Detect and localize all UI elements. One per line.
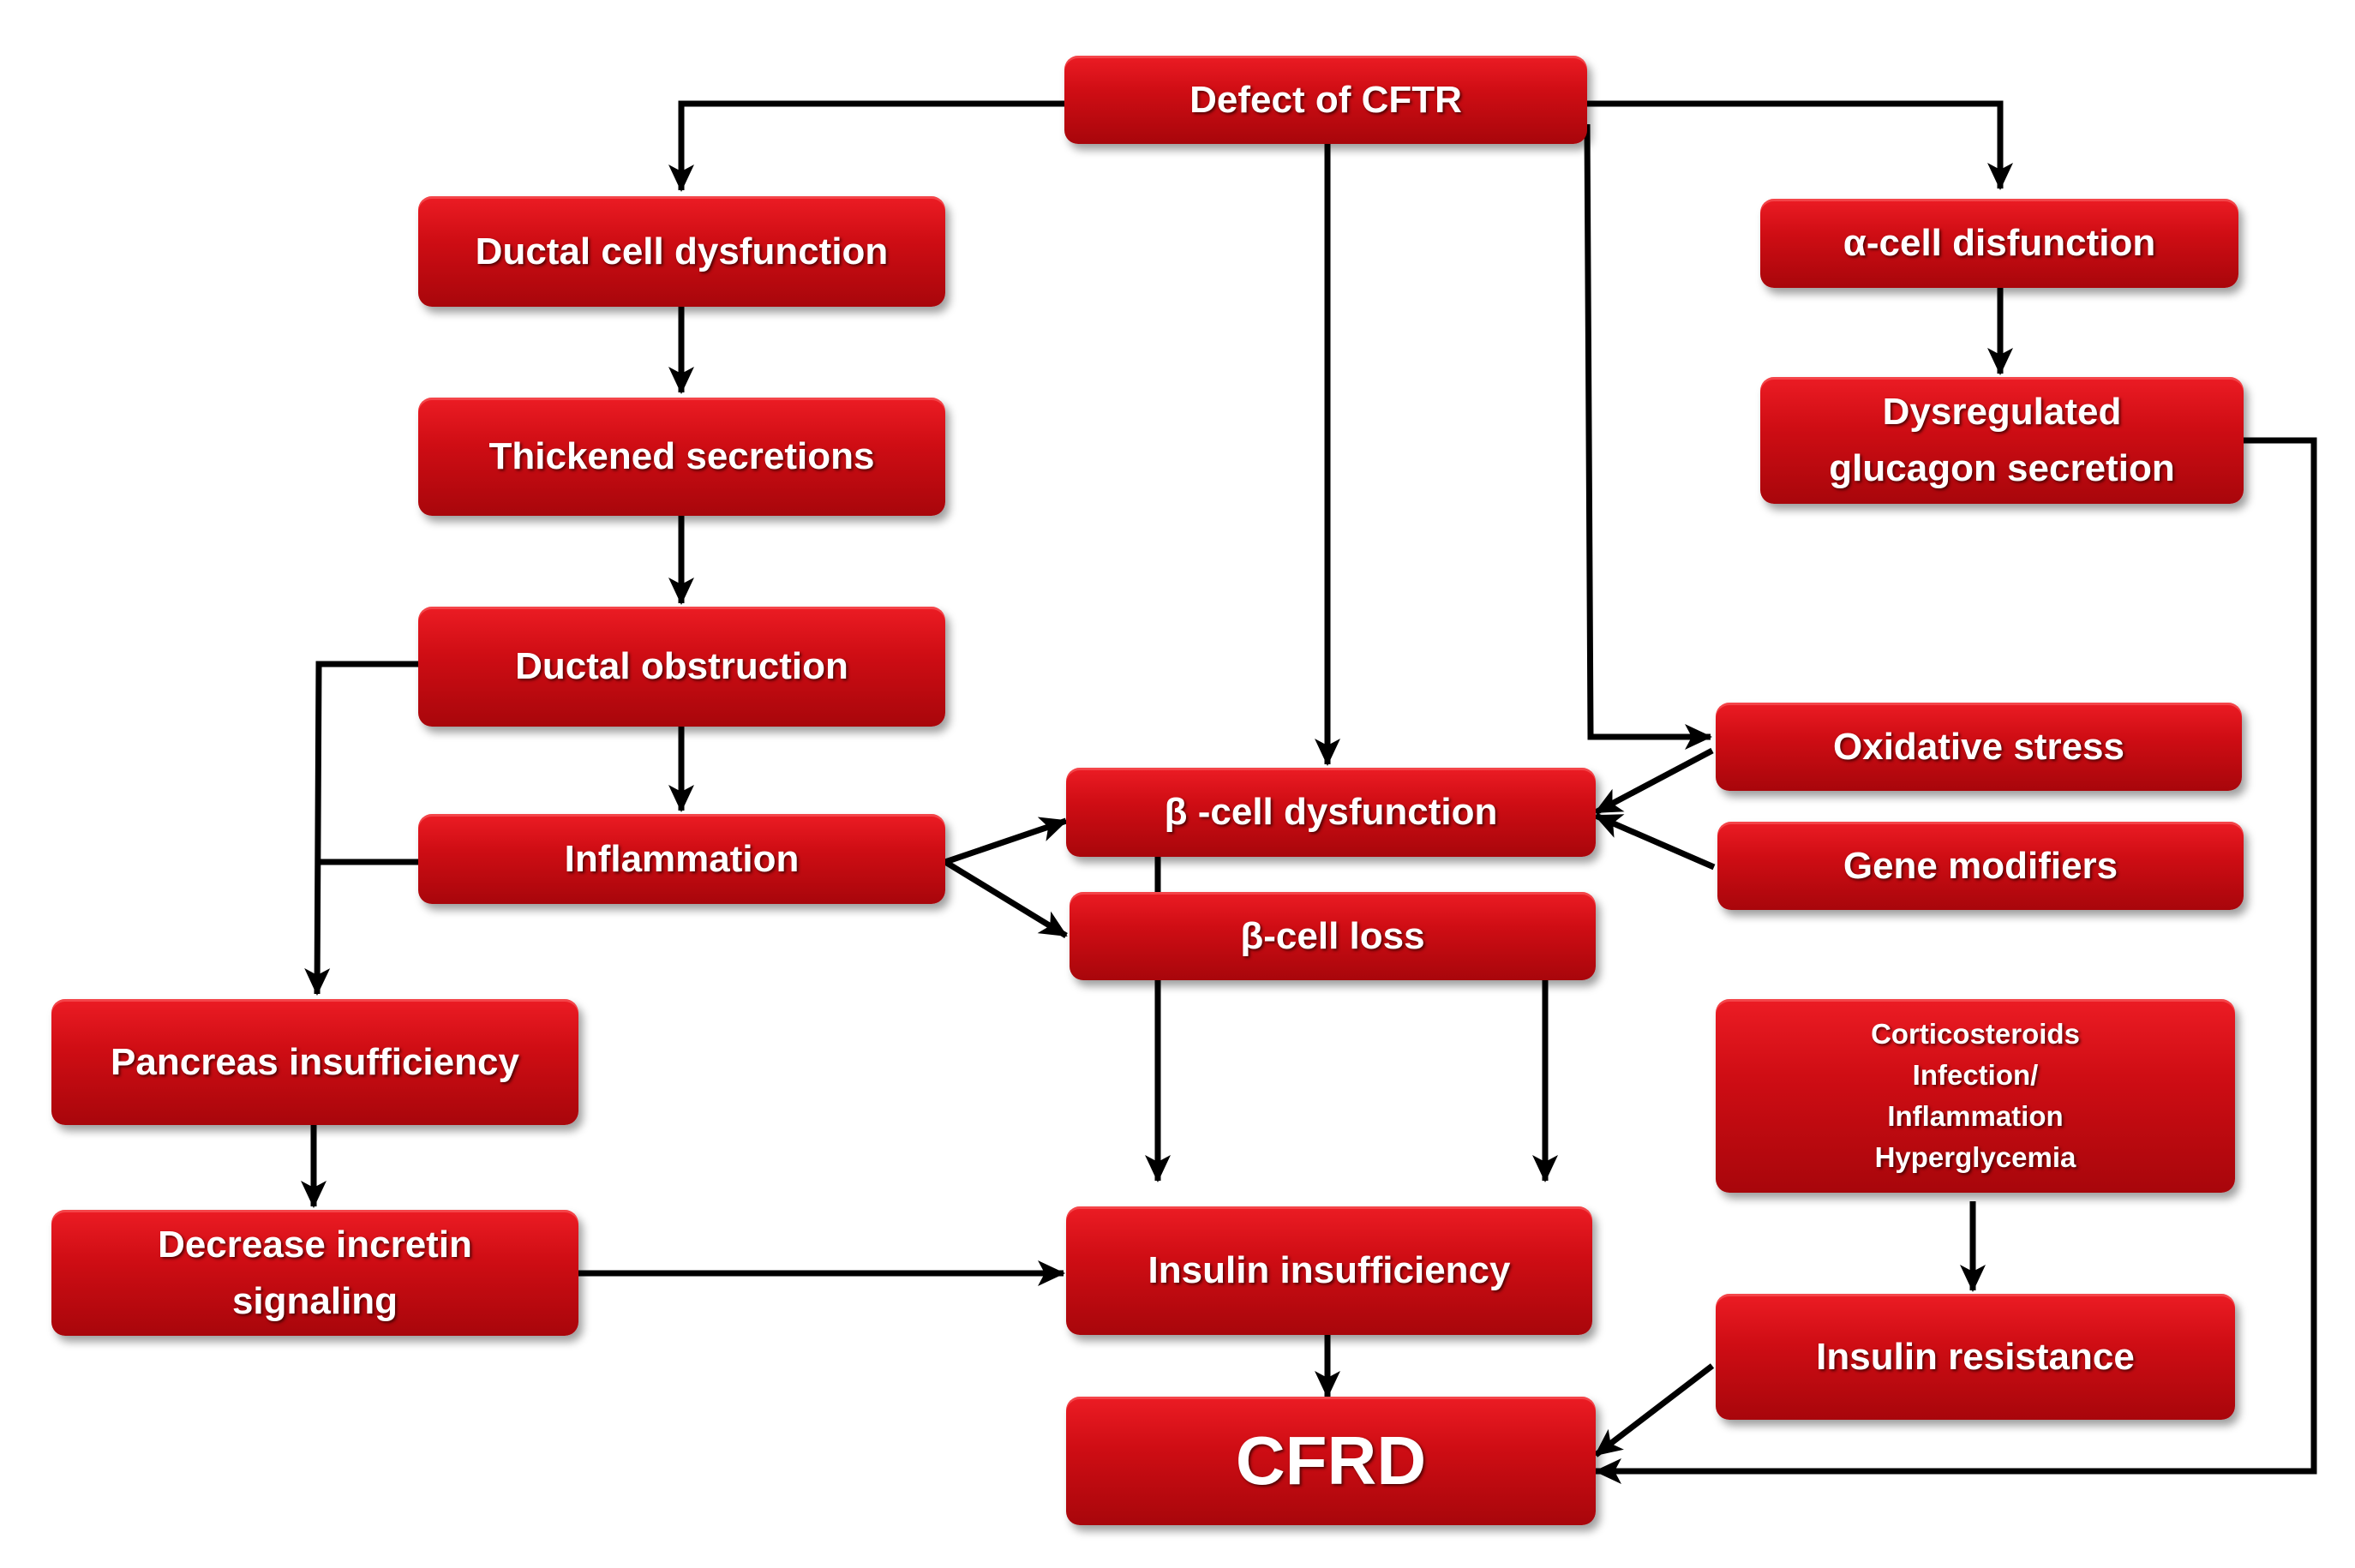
arrow-inflammation-to-beta-dysfunction xyxy=(944,817,1068,865)
beta-cell-loss-box: β-cell loss xyxy=(1070,892,1596,980)
pancreas-insufficiency-box: Pancreas insufficiency xyxy=(51,999,578,1125)
arrow-insulin-resistance-to-cfrd xyxy=(1593,1363,1715,1457)
alpha-cell-disfunction-box: α-cell disfunction xyxy=(1760,199,2238,288)
arrow-inflammation-to-beta-loss xyxy=(944,859,1068,938)
arrow-gene-to-beta xyxy=(1594,812,1716,871)
arrow-oxidative-to-beta xyxy=(1594,747,1714,816)
insulin-resistance-box: Insulin resistance xyxy=(1716,1294,2235,1420)
oxidative-stress-box: Oxidative stress xyxy=(1716,703,2242,791)
risk-factors-box: Corticosteroids Infection/ Inflammation … xyxy=(1716,999,2235,1193)
cfrd-box: CFRD xyxy=(1066,1397,1596,1525)
arrow-glucagon-to-cfrd xyxy=(1594,437,2317,1484)
arrow-cftr-to-alpha xyxy=(1587,100,2013,190)
insulin-insufficiency-box: Insulin insufficiency xyxy=(1066,1206,1592,1335)
gene-modifiers-box: Gene modifiers xyxy=(1717,822,2244,910)
beta-cell-dysfunction-box: β -cell dysfunction xyxy=(1066,768,1596,857)
arrow-cftr-to-oxidative xyxy=(1584,123,1712,750)
inflammation-box: Inflammation xyxy=(418,814,945,904)
ductal-cell-dysfunction-box: Ductal cell dysfunction xyxy=(418,196,945,307)
ductal-obstruction-box: Ductal obstruction xyxy=(418,607,945,727)
dysregulated-glucagon-secretion-box: Dysregulated glucagon secretion xyxy=(1760,377,2244,504)
decrease-incretin-signaling-box: Decrease incretin signaling xyxy=(51,1210,578,1336)
line-obstruction-left xyxy=(304,661,418,996)
thickened-secretions-box: Thickened secretions xyxy=(418,398,945,516)
arrow-cftr-to-ductal xyxy=(668,100,1064,192)
defect-cftr-box: Defect of CFTR xyxy=(1064,56,1587,144)
